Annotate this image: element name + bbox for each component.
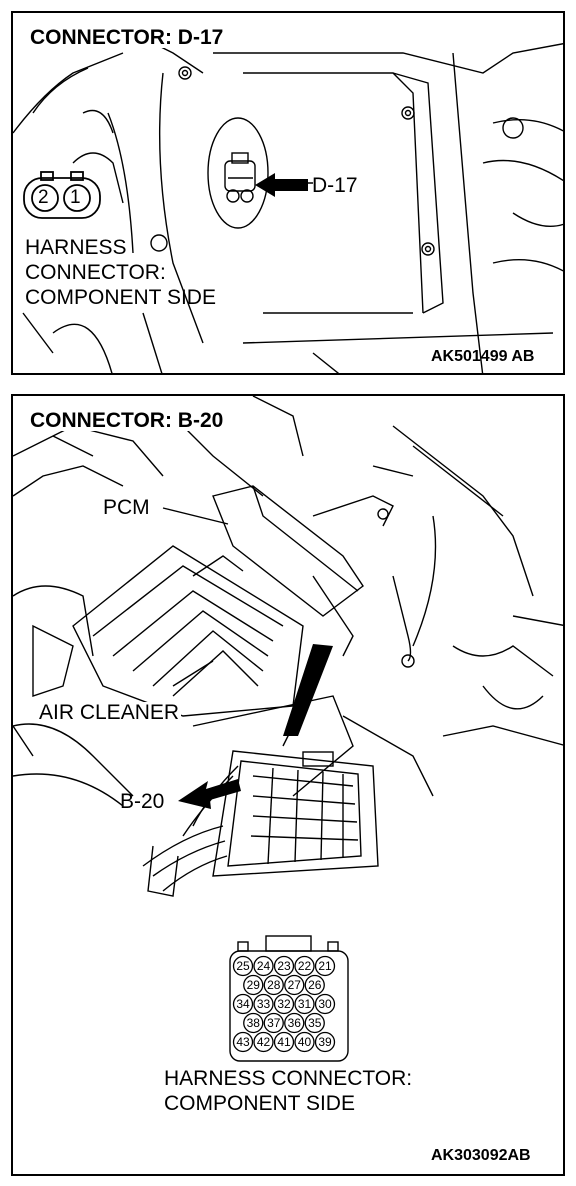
pin-number: 24 (256, 959, 271, 973)
pin-1-label: 1 (70, 187, 81, 208)
pin-circle (232, 1031, 254, 1053)
pin-circle (284, 974, 305, 996)
pin-number: 36 (287, 1016, 301, 1030)
pin-circle (294, 993, 315, 1015)
pin-number: 41 (277, 1035, 291, 1049)
pin-number: 21 (318, 959, 332, 973)
pin-number: 25 (236, 959, 250, 973)
harness-label-line3: COMPONENT SIDE (25, 286, 216, 309)
pin-circle (232, 955, 254, 977)
pin-circle (263, 1012, 284, 1034)
pin-circle (314, 1031, 336, 1053)
pin-number: 22 (297, 959, 312, 973)
pin-number: 27 (287, 978, 301, 992)
pin-circle (314, 955, 336, 977)
pin-number: 31 (297, 997, 312, 1011)
pin-circle (304, 1012, 325, 1034)
pin-circle (273, 955, 295, 977)
b20-callout-label: B-20 (120, 790, 165, 813)
panel-title: CONNECTOR: D-17 (27, 27, 227, 48)
pin-number: 35 (308, 1016, 322, 1030)
pin-circle (294, 955, 315, 977)
pin-number: 29 (246, 978, 260, 992)
pin-circle (314, 993, 336, 1015)
pin-circle (253, 1031, 274, 1053)
pin-number: 40 (297, 1035, 312, 1049)
harness-label-line1: HARNESS (25, 236, 127, 259)
pin-circle (243, 974, 264, 996)
figure-code: AK501499 AB (431, 348, 535, 365)
engine-bay-d17-drawing (13, 32, 563, 373)
pin-number: 37 (267, 1016, 281, 1030)
pin-circle (273, 1031, 295, 1053)
pin-number: 32 (277, 997, 291, 1011)
pin-circle (232, 993, 254, 1015)
connector-d17-panel: CONNECTOR: D-17 D-17 2 1 HARNESS CONNECT… (11, 11, 565, 375)
engine-bay-b20-drawing (13, 396, 563, 1062)
pin-circle (253, 955, 274, 977)
d17-callout-label: D-17 (312, 174, 358, 197)
harness-label-line2: CONNECTOR: (25, 261, 166, 284)
panel-title: CONNECTOR: B-20 (27, 410, 227, 431)
pin-circle (263, 974, 284, 996)
pin-circle (304, 974, 325, 996)
pin-number: 33 (256, 997, 271, 1011)
pin-circle (273, 993, 295, 1015)
pin-number: 38 (246, 1016, 260, 1030)
pin-number: 34 (236, 997, 250, 1011)
pcm-label: PCM (101, 496, 152, 519)
pin-circle (243, 1012, 264, 1034)
pin-number: 28 (267, 978, 281, 992)
figure-code: AK303092AB (431, 1147, 531, 1164)
pin-number: 42 (256, 1035, 271, 1049)
pin-number: 39 (318, 1035, 332, 1049)
air-cleaner-label: AIR CLEANER (37, 701, 182, 724)
pin-number: 26 (308, 978, 322, 992)
pin-circle (253, 993, 274, 1015)
pin-2-label: 2 (38, 187, 49, 208)
pin-number: 30 (318, 997, 332, 1011)
pin-circle (294, 1031, 315, 1053)
pin-circle (284, 1012, 305, 1034)
pin-number: 43 (236, 1035, 250, 1049)
pin-number: 23 (277, 959, 291, 973)
harness-label-line2: COMPONENT SIDE (164, 1092, 355, 1115)
harness-label-line1: HARNESS CONNECTOR: (164, 1067, 413, 1090)
connector-b20-panel: CONNECTOR: B-20 PCM AIR CLEANER B-20 25 2… (11, 394, 565, 1176)
